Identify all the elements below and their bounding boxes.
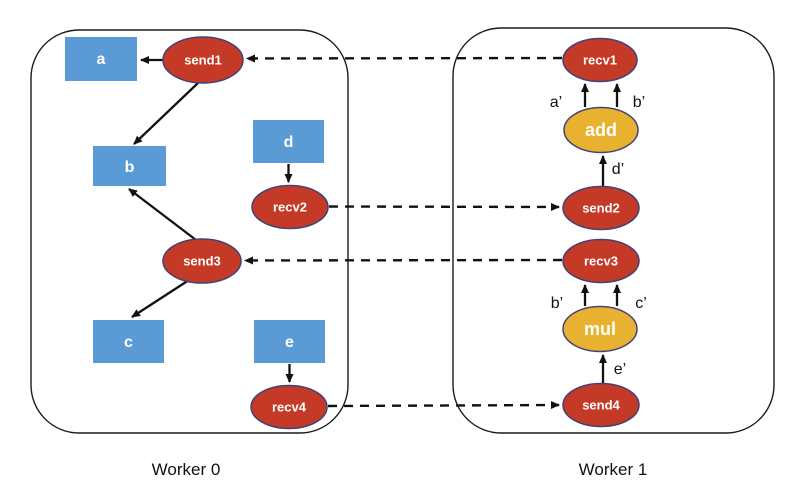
node-recv2: [251, 184, 329, 230]
edge-recv4-send4: [327, 401, 560, 410]
node-recv3: [562, 238, 640, 284]
edge-label-a-prime: a’: [550, 94, 562, 111]
node-a-label: a: [97, 51, 106, 68]
node-add-label: add: [585, 120, 617, 140]
worker0-caption: Worker 0: [152, 460, 221, 479]
node-e-label: e: [285, 334, 294, 351]
node-send3: [162, 238, 242, 284]
edge-send3-b: [128, 188, 197, 241]
node-b: [93, 146, 166, 186]
node-c: [93, 320, 164, 363]
edge-label-c-prime: c’: [635, 295, 647, 312]
node-send4-label: send4: [582, 398, 620, 413]
node-send1: [162, 36, 244, 84]
edge-label-b-prime-bottom: b’: [551, 295, 563, 312]
node-c-label: c: [124, 334, 133, 351]
node-recv1-label: recv1: [583, 53, 617, 68]
node-b-label: b: [125, 159, 135, 176]
worker1-container: [452, 27, 775, 434]
node-recv3-label: recv3: [584, 254, 618, 269]
edge-recv3-send3: [244, 256, 563, 265]
node-mul-label: mul: [584, 319, 616, 339]
node-send4: [562, 382, 640, 428]
edge-send3-c: [131, 279, 190, 318]
edge-recv1-send1: [246, 54, 563, 63]
node-d: [253, 120, 324, 163]
worker1-caption: Worker 1: [579, 460, 648, 479]
node-e: [254, 320, 325, 363]
node-send2-label: send2: [582, 201, 620, 216]
node-send1-label: send1: [184, 53, 222, 68]
node-recv1: [562, 37, 638, 83]
node-mul: [562, 305, 638, 353]
node-recv4: [250, 384, 328, 430]
edge-label-b-prime-top: b’: [633, 94, 645, 111]
edge-recv2-send2: [328, 202, 560, 211]
node-send2: [562, 185, 640, 231]
edge-send1-b: [133, 82, 199, 145]
node-d-label: d: [284, 134, 294, 151]
node-recv4-label: recv4: [272, 400, 307, 415]
worker0-container: [30, 29, 349, 434]
node-add: [563, 106, 639, 154]
edge-label-e-prime: e’: [614, 361, 626, 378]
node-a: [65, 37, 137, 81]
edge-label-d-prime: d’: [612, 161, 624, 178]
node-recv2-label: recv2: [273, 200, 307, 215]
node-send3-label: send3: [183, 254, 221, 269]
